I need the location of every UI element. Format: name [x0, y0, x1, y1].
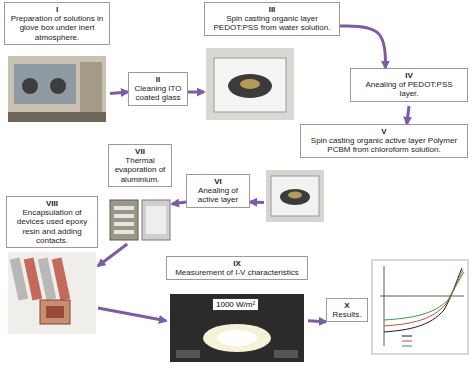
step-text: Results.	[331, 310, 363, 319]
process-step: VIIIEncapsulation of devices used epoxy …	[6, 196, 98, 336]
step-box: IVAnealing of PEDOT:PSS layer.	[350, 68, 468, 102]
process-step: VSpin casting organic active layer Polym…	[264, 124, 468, 222]
glovebox-photo	[8, 56, 106, 122]
process-arrow	[98, 308, 166, 321]
process-arrow	[188, 91, 204, 94]
process-step: IIISpin casting organic layer PEDOT:PSS …	[204, 2, 340, 122]
step-box: IPreparation of solutions in glove box u…	[4, 2, 110, 45]
process-arrow	[308, 319, 326, 323]
process-step: VIAnealing of active layer	[186, 174, 250, 214]
step-text: Measurement of I-V characteristics	[171, 268, 303, 277]
step-box: IIISpin casting organic layer PEDOT:PSS …	[204, 2, 340, 36]
substrate-photo	[110, 200, 170, 240]
process-arrow	[340, 26, 385, 68]
iv-chart	[372, 260, 468, 354]
process-arrow	[407, 106, 409, 124]
step-number: X	[331, 301, 363, 310]
step-text: Spin casting organic active layer Polyme…	[305, 136, 463, 154]
process-step: XResults.	[326, 258, 470, 356]
spin-coater-photo	[206, 48, 294, 120]
step-number: I	[9, 5, 105, 14]
process-step: IVAnealing of PEDOT:PSS layer.	[350, 68, 468, 106]
step-number: III	[209, 5, 335, 14]
step-number: II	[133, 75, 183, 84]
step-text: Cleaning ITO coated glass	[133, 84, 183, 102]
process-arrow	[172, 202, 186, 204]
step-box: IXMeasurement of I-V characteristics	[166, 256, 308, 280]
step-text: Anealing of PEDOT:PSS layer.	[355, 80, 463, 98]
step-box: IICleaning ITO coated glass	[128, 72, 188, 106]
step-text: Thermal evaporation of aluminium.	[113, 156, 167, 184]
step-number: IV	[355, 71, 463, 80]
step-text: Encapsulation of devices used epoxy resi…	[11, 208, 93, 245]
step-text: Anealing of active layer	[191, 186, 245, 204]
step-box: VSpin casting organic active layer Polym…	[300, 124, 468, 158]
process-arrow	[250, 201, 264, 204]
step-box: VIIThermal evaporation of aluminium.	[108, 144, 172, 187]
process-arrow	[110, 92, 128, 94]
process-step: IICleaning ITO coated glass	[128, 72, 188, 112]
step-number: VII	[113, 147, 167, 156]
irradiance-label: 1000 W/m²	[212, 298, 259, 311]
measurement-photo	[170, 294, 304, 362]
step-number: VIII	[11, 199, 93, 208]
step-box: VIIIEncapsulation of devices used epoxy …	[6, 196, 98, 248]
process-arrow	[98, 244, 127, 266]
step-number: IX	[171, 259, 303, 268]
step-number: VI	[191, 177, 245, 186]
step-box: XResults.	[326, 298, 368, 322]
step-box: VIAnealing of active layer	[186, 174, 250, 208]
step-text: Preparation of solutions in glove box un…	[9, 14, 105, 42]
step-number: V	[305, 127, 463, 136]
process-step: VIIThermal evaporation of aluminium.	[108, 144, 172, 244]
device-photo	[8, 252, 96, 334]
step-text: Spin casting organic layer PEDOT:PSS fro…	[209, 14, 335, 32]
process-step: IPreparation of solutions in glove box u…	[4, 2, 110, 124]
spin-coater-photo	[266, 170, 324, 222]
